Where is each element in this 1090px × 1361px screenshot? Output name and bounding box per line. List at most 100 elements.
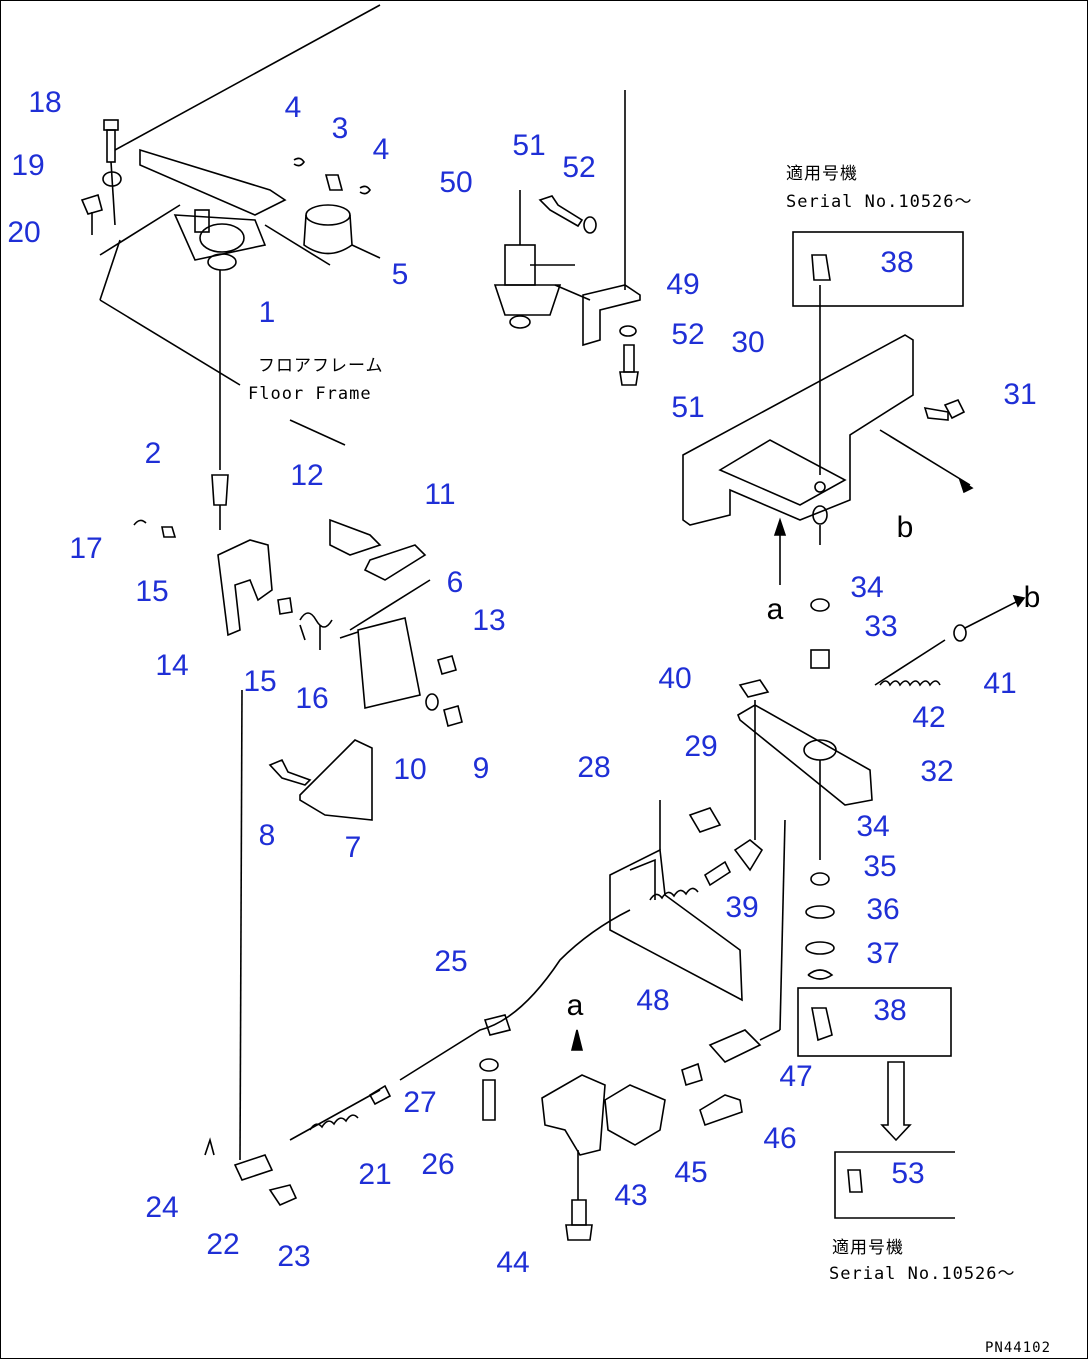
bracket-11 <box>363 544 427 581</box>
part-label: 14 <box>155 649 189 682</box>
part-label: 5 <box>391 258 409 291</box>
bolt-44 <box>565 1199 593 1241</box>
view-mark-b-left: b <box>896 511 914 544</box>
part-label: 21 <box>358 1158 392 1191</box>
bushing-34 <box>810 598 830 886</box>
part-label: 34 <box>856 810 890 843</box>
part-label: 27 <box>403 1086 437 1119</box>
bolt-20 <box>80 193 103 235</box>
joint-47 <box>708 819 786 1063</box>
clip-17 <box>133 519 147 526</box>
washer-52 <box>583 216 637 337</box>
nut-40 <box>738 679 770 698</box>
washer-10 <box>425 693 439 711</box>
part-label: 28 <box>577 751 611 784</box>
washer-19 <box>102 171 122 187</box>
cable-21 <box>289 1084 392 1141</box>
part-label: 43 <box>614 1179 648 1212</box>
part-label: 16 <box>295 682 329 715</box>
part-label: 34 <box>850 571 884 604</box>
part-label: 38 <box>873 994 907 1027</box>
serial-note-top-en: Serial No.10526～ <box>786 192 973 212</box>
detail-box-38-top <box>792 231 964 475</box>
bolt-8 <box>268 758 312 786</box>
part-label: 37 <box>866 937 900 970</box>
cable-42 <box>874 594 1026 687</box>
part-label: 48 <box>636 984 670 1017</box>
part-label: 20 <box>7 216 41 249</box>
part-label: 23 <box>277 1240 311 1273</box>
part-label: 25 <box>434 945 468 978</box>
washers-36-37 <box>805 905 835 980</box>
plate-7 <box>299 739 373 821</box>
part-label: 3 <box>331 112 349 145</box>
part-label: 45 <box>674 1156 708 1189</box>
part-label: 13 <box>472 604 506 637</box>
arrow-a-lower <box>570 1029 584 1051</box>
part-label: 46 <box>763 1122 797 1155</box>
bolt-31 <box>923 398 966 421</box>
part-label: 32 <box>920 755 954 788</box>
part-label: 9 <box>472 752 490 785</box>
part-label: 18 <box>28 86 62 119</box>
floor-frame-outline <box>99 4 381 446</box>
part-label: 51 <box>512 129 546 162</box>
part-label: 41 <box>983 667 1017 700</box>
floor-frame-note-jp: フロアフレーム <box>258 356 384 376</box>
lever-32 <box>737 700 873 860</box>
detail-box-53 <box>834 1151 955 1219</box>
view-mark-a-lower: a <box>566 989 584 1022</box>
detail-box-38-bottom <box>797 987 952 1142</box>
part-label: 12 <box>290 459 324 492</box>
nut-13 <box>437 655 457 675</box>
bolt-51 <box>538 195 639 386</box>
bushing-33 <box>810 649 830 669</box>
part-label: 42 <box>912 701 946 734</box>
spring-16 <box>299 612 333 650</box>
valve-50 <box>493 90 626 329</box>
serial-note-bottom-jp: 適用号機 <box>832 1238 904 1258</box>
part-label: 39 <box>725 891 759 924</box>
part-label: 47 <box>779 1060 813 1093</box>
bracket-30 <box>682 334 974 545</box>
part-label: 38 <box>880 246 914 279</box>
part-label: 22 <box>206 1228 240 1261</box>
bracket-49 <box>554 284 641 347</box>
part-label: 2 <box>144 437 162 470</box>
switch-45 <box>604 1084 666 1146</box>
boot-5 <box>264 204 381 266</box>
part-label: 7 <box>344 831 362 864</box>
part-label: 24 <box>145 1191 179 1224</box>
cable-25 <box>399 909 631 1081</box>
nut-48 <box>681 1062 703 1087</box>
bolt-46 <box>699 1094 743 1127</box>
part-label: 17 <box>69 532 103 565</box>
clip-4 <box>293 157 371 195</box>
bracket-28 <box>609 800 743 1002</box>
part-label: 11 <box>424 478 456 511</box>
part-label: 15 <box>135 575 169 608</box>
part-label: 31 <box>1003 378 1037 411</box>
floor-frame-note-en: Floor Frame <box>248 384 372 404</box>
part-label: 51 <box>671 391 705 424</box>
nut-9 <box>443 705 463 727</box>
part-label: 29 <box>684 730 718 763</box>
part-label: 33 <box>864 610 898 643</box>
view-mark-b-right: b <box>1023 581 1041 614</box>
part-label: 52 <box>671 318 705 351</box>
part-label: 52 <box>562 151 596 184</box>
part-label: 4 <box>284 91 302 124</box>
clip-15 <box>161 526 293 615</box>
part-label: 6 <box>446 566 464 599</box>
serial-note-bottom-en: Serial No.10526～ <box>829 1264 1016 1284</box>
pedal-valve-assembly <box>139 148 287 530</box>
part-label: 36 <box>866 893 900 926</box>
lever-14 <box>217 539 273 1161</box>
plate-6 <box>339 579 431 709</box>
part-label: 35 <box>863 850 897 883</box>
washer-27 <box>479 1058 499 1072</box>
pin-3 <box>324 174 344 191</box>
drawing-code: PN44102 <box>985 1340 1052 1356</box>
